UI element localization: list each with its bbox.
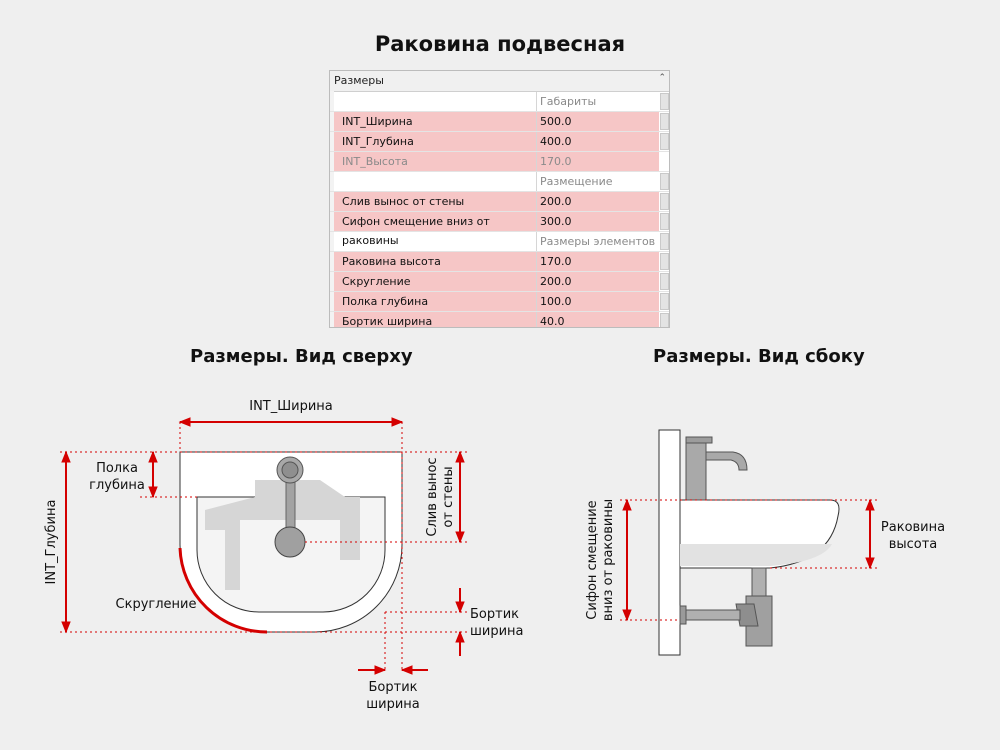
panel-header[interactable]: Размеры ⌃ (330, 71, 669, 92)
associate-parameter-button[interactable] (660, 253, 669, 270)
rim-bottom-label-1: Бортик (369, 680, 418, 695)
property-value[interactable]: 300.0 (537, 212, 659, 231)
depth-label: INT_Глубина (44, 500, 59, 585)
panel-header-label: Размеры (334, 74, 384, 87)
property-value[interactable]: 500.0 (537, 112, 659, 131)
sink-side-shading (680, 544, 832, 566)
rounding-label: Скругление (116, 597, 197, 612)
group-label: Размещение (540, 175, 613, 188)
shelf-label-2: глубина (89, 478, 145, 493)
property-name: Скругление (334, 272, 537, 291)
property-value[interactable]: 170.0 (537, 152, 659, 171)
side-view-labels: Сифон смещение вниз от раковины Раковина… (585, 499, 945, 621)
sink-side-body (679, 499, 840, 569)
faucet-side-body (685, 440, 707, 501)
associate-parameter-button[interactable] (660, 213, 669, 230)
drain-label-1: Слив вынос (425, 457, 440, 536)
group-row: Размеры элементов (330, 232, 669, 252)
top-view-dimensions (60, 417, 470, 675)
rim-bottom-label-2: ширина (366, 697, 420, 712)
siphon-outlet-flange (679, 605, 687, 625)
group-row: Габариты (330, 92, 669, 112)
property-name: INT_Высота (334, 152, 537, 171)
property-value[interactable]: 200.0 (537, 272, 659, 291)
property-value[interactable]: 100.0 (537, 292, 659, 311)
top-view-labels: INT_Ширина INT_Глубина Полка глубина Сли… (44, 399, 524, 712)
siphon-label-1: Сифон смещение (585, 500, 600, 619)
siphon-joint (735, 603, 759, 627)
associate-parameter-button[interactable] (660, 113, 669, 130)
faucet-base (276, 456, 304, 484)
sink-outer-outline (179, 451, 403, 633)
property-name: Слив вынос от стены (334, 192, 537, 211)
shelf-label-1: Полка (96, 461, 138, 476)
associate-parameter-button[interactable] (660, 233, 669, 250)
associate-parameter-button[interactable] (660, 313, 669, 327)
associate-parameter-button[interactable] (660, 193, 669, 210)
sink-top-view (178, 451, 403, 634)
siphon-body (745, 595, 773, 647)
property-value[interactable]: 200.0 (537, 192, 659, 211)
property-name: Сифон смещение вниз от раковины (334, 212, 537, 247)
property-value[interactable]: 40.0 (537, 312, 659, 327)
sink-height-label-1: Раковина (881, 520, 945, 535)
group-row: Размещение (330, 172, 669, 192)
property-value[interactable]: 170.0 (537, 252, 659, 271)
property-name: INT_Глубина (334, 132, 537, 151)
associate-parameter-button[interactable] (660, 93, 669, 110)
property-name: Бортик ширина (334, 312, 537, 327)
siphon-neck (751, 567, 767, 597)
page-title: Раковина подвесная (374, 32, 626, 56)
faucet-side-top (685, 436, 713, 444)
group-label: Габариты (540, 95, 597, 108)
property-name: Полка глубина (334, 292, 537, 311)
property-value[interactable]: 400.0 (537, 132, 659, 151)
property-name: Раковина высота (334, 252, 537, 271)
sink-inner-basin (196, 496, 386, 613)
panel-left-strip (330, 91, 334, 327)
faucet-shadow (205, 480, 360, 590)
property-name (334, 172, 537, 191)
side-view-title: Размеры. Вид сбоку (653, 346, 865, 367)
associate-parameter-button[interactable] (660, 173, 669, 190)
top-view-title: Размеры. Вид сверху (190, 346, 413, 367)
wall (658, 429, 681, 656)
rim-right-label-1: Бортик (470, 607, 519, 622)
faucet-side-spout (705, 451, 748, 471)
sink-side-view (658, 429, 840, 656)
property-name: INT_Ширина (334, 112, 537, 131)
associate-parameter-button[interactable] (660, 133, 669, 150)
faucet-base-inner (281, 461, 299, 479)
associate-parameter-button[interactable] (660, 273, 669, 290)
associate-parameter-button[interactable] (660, 293, 669, 310)
drain-circle (274, 526, 306, 558)
siphon-label-2: вниз от раковины (601, 499, 616, 621)
sink-height-label-2: высота (889, 537, 938, 552)
drain-label-2: от стены (441, 466, 456, 527)
faucet-spout (285, 469, 296, 529)
property-name (334, 232, 537, 251)
group-label: Размеры элементов (540, 235, 656, 248)
side-view-dimensions (620, 498, 880, 622)
rim-right-label-2: ширина (470, 624, 524, 639)
collapse-icon[interactable]: ⌃ (658, 73, 666, 83)
width-label: INT_Ширина (249, 399, 333, 414)
siphon-outlet-pipe (679, 609, 741, 621)
property-name (334, 92, 537, 111)
rounding-arc (178, 547, 268, 634)
